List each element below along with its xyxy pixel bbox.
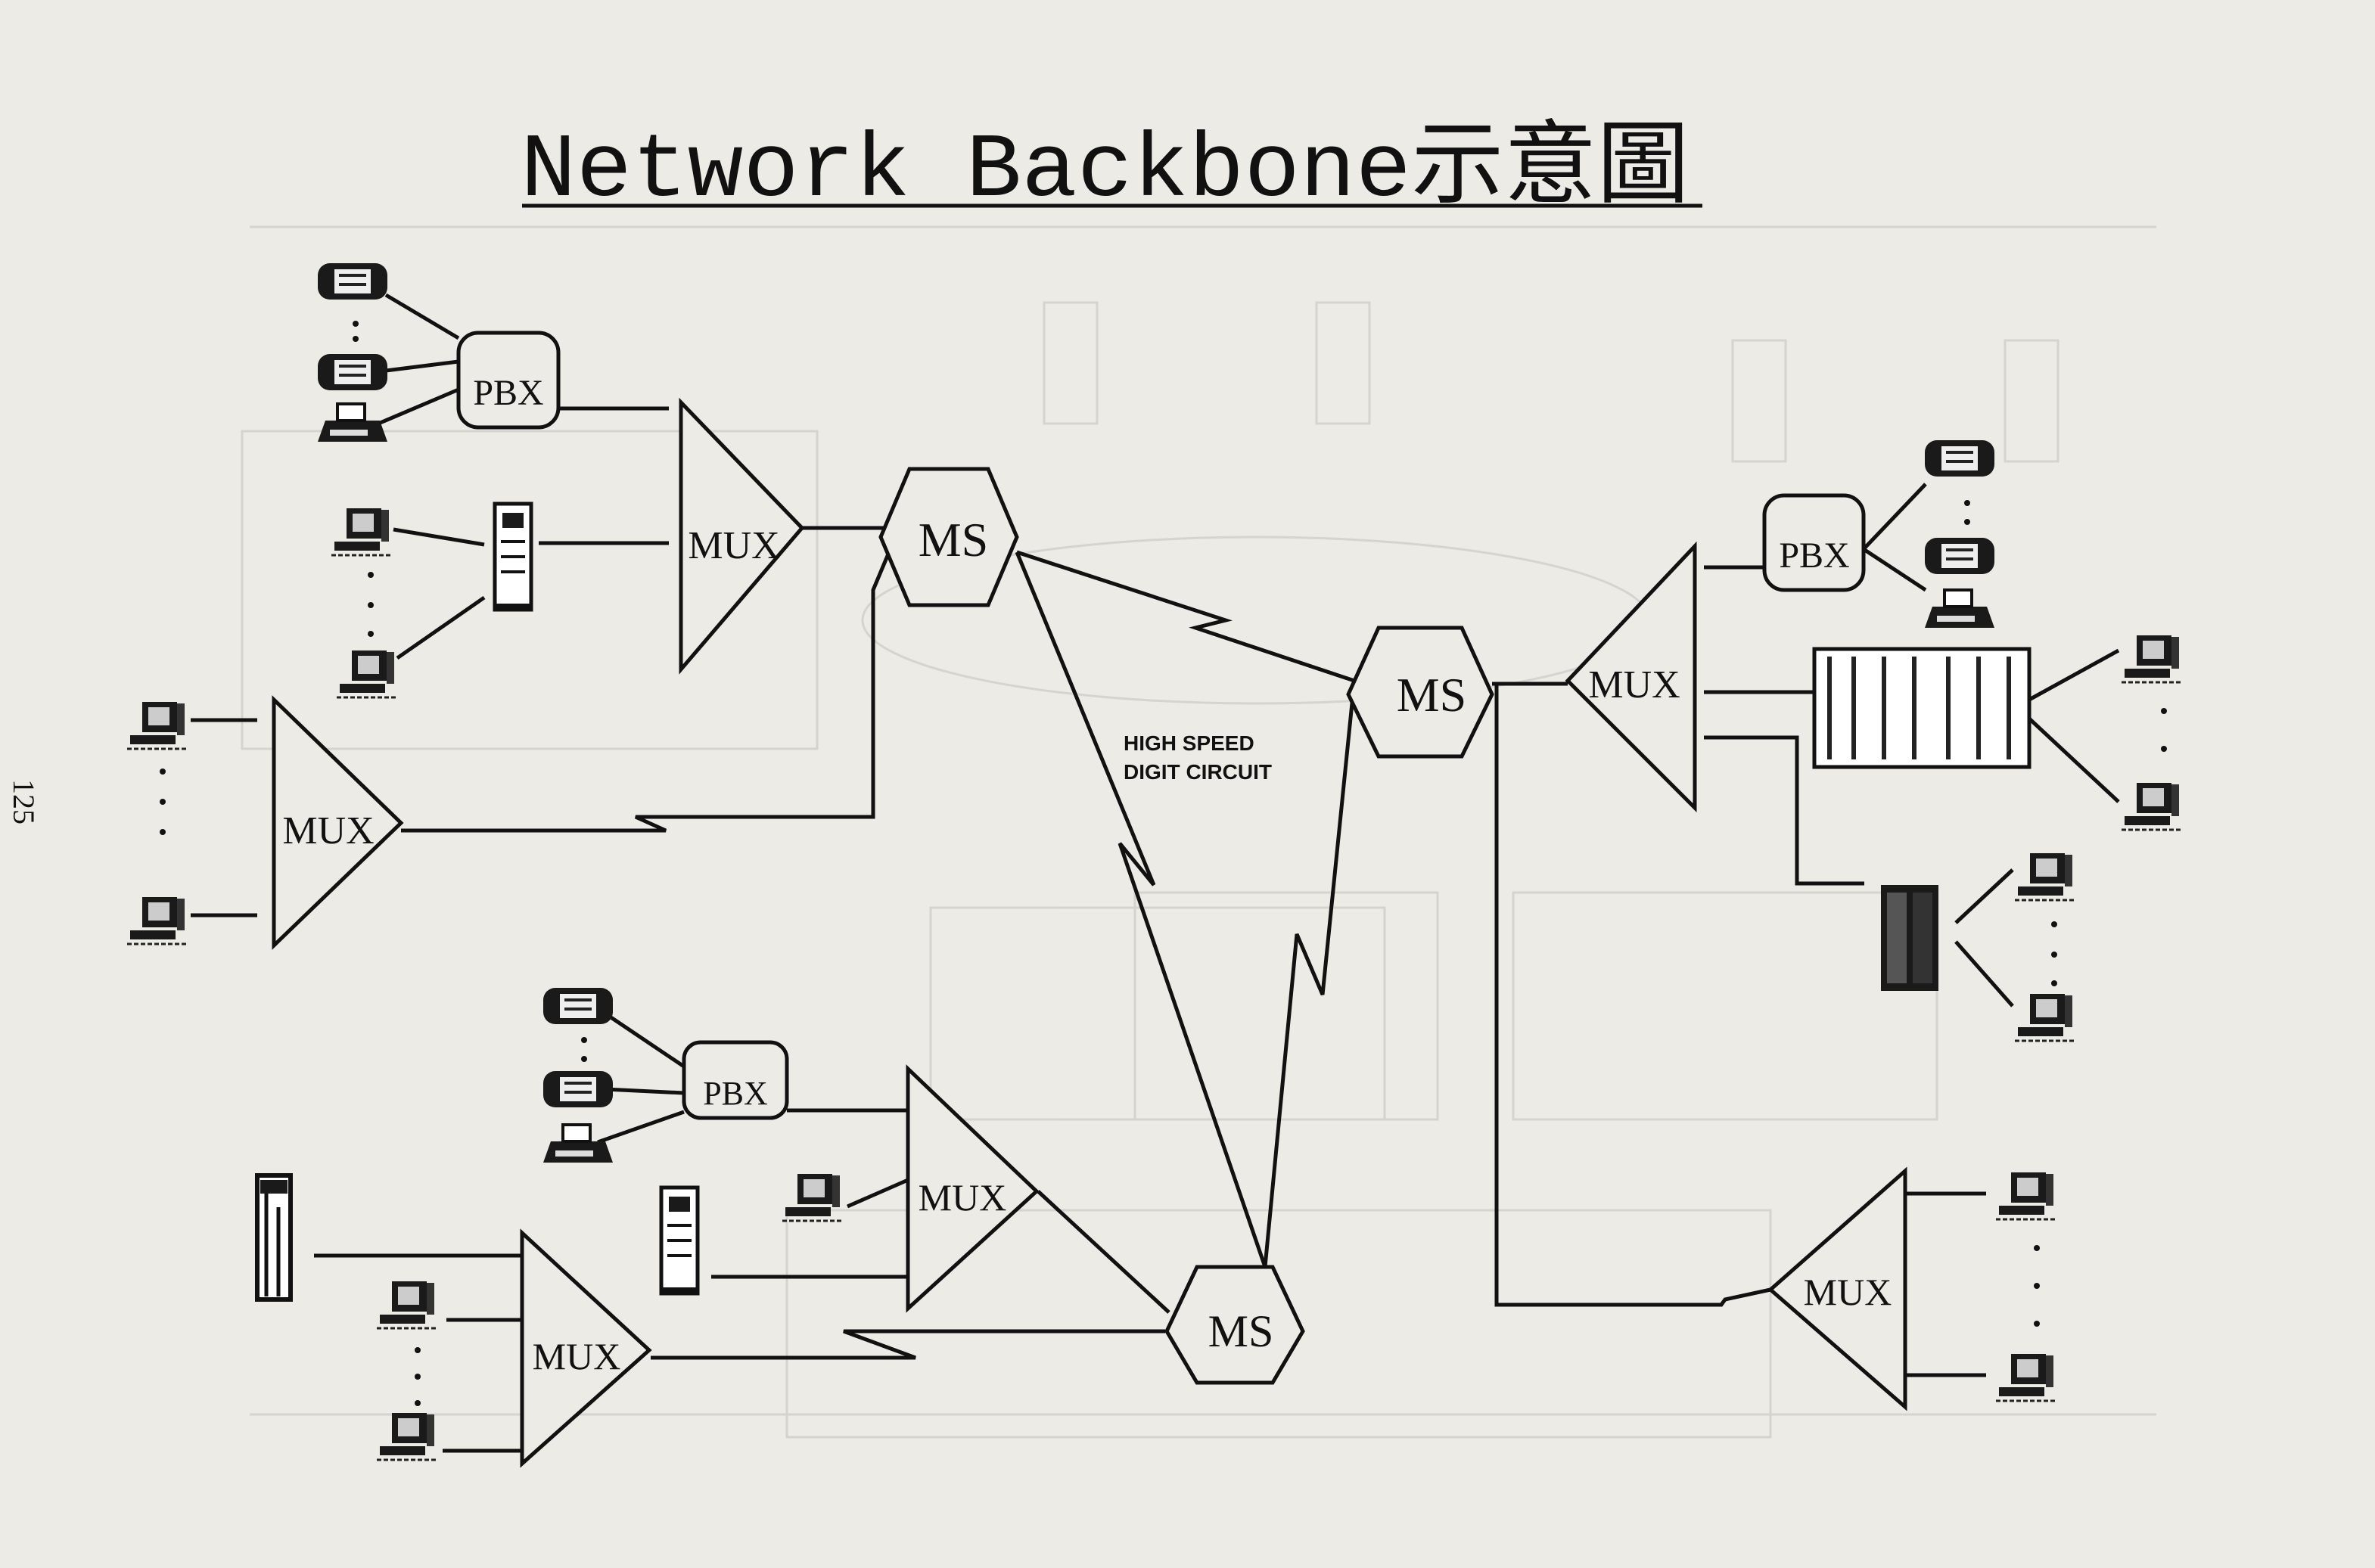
pbx-right: [1762, 493, 1866, 592]
bleed-through-background: [241, 225, 2156, 1439]
ms-top: [878, 467, 1019, 607]
terminal-icon: [126, 700, 188, 750]
ms-label: MS: [1397, 668, 1467, 722]
host-computer-icon: [257, 1175, 291, 1299]
terminal-icon: [126, 896, 188, 945]
terminal-icon: [375, 1280, 437, 1330]
terminal-icon: [375, 1411, 437, 1461]
ms-right: [1346, 626, 1494, 759]
mux-left: [272, 695, 404, 950]
node-labels: PBX PBX PBX MUX MUX MUX MUX MUX MUX MS M…: [282, 373, 1892, 1377]
fax-icon: [542, 1123, 614, 1164]
terminal-icon: [781, 1172, 843, 1222]
page-number: 125: [7, 779, 41, 824]
telephone-icon: [1923, 536, 1996, 576]
mux-top: [679, 397, 805, 675]
pbx-label: PBX: [1779, 536, 1849, 576]
mux-label: MUX: [919, 1176, 1007, 1219]
ms-label: MS: [1208, 1306, 1274, 1356]
mainframe-icon: [1881, 885, 1938, 991]
mux-bottom-left: [520, 1228, 652, 1468]
mux-label: MUX: [1804, 1271, 1892, 1313]
circuit-label-line1: HIGH SPEED: [1124, 731, 1254, 755]
fax-icon: [316, 402, 389, 443]
telephone-icon: [542, 1070, 614, 1109]
ms-bottom: [1164, 1265, 1305, 1385]
pbx-label: PBX: [703, 1075, 768, 1112]
terminal-icon: [1994, 1352, 2056, 1402]
pbx-bottom: [682, 1040, 789, 1120]
ms-label: MS: [919, 513, 989, 567]
terminal-icon: [2013, 992, 2075, 1042]
telephone-icon: [542, 986, 614, 1026]
terminal-icon: [2013, 852, 2075, 902]
circuit-label-line2: DIGIT CIRCUIT: [1124, 760, 1272, 784]
terminal-icon: [1994, 1171, 2056, 1221]
mux-right: [1565, 541, 1697, 813]
host-computer-icon: [661, 1188, 698, 1293]
mux-bottom-center: [906, 1064, 1040, 1313]
devices: [126, 262, 2182, 1461]
telephone-icon: [316, 262, 389, 301]
mux-bottom-right: [1767, 1166, 1907, 1411]
terminal-icon: [335, 649, 397, 699]
mux-label: MUX: [282, 809, 374, 852]
terminal-icon: [330, 507, 392, 557]
pbx-top-left: [456, 331, 561, 430]
mux-label: MUX: [688, 524, 779, 567]
mux-label: MUX: [1588, 663, 1680, 706]
terminal-icon: [2120, 634, 2182, 684]
mainframe-icon: [1812, 647, 2031, 769]
mux-label: MUX: [533, 1335, 621, 1377]
terminal-icon: [2120, 781, 2182, 831]
telephone-icon: [316, 352, 389, 392]
pbx-label: PBX: [473, 373, 543, 413]
host-computer-icon: [495, 504, 531, 610]
fax-icon: [1923, 588, 1996, 629]
connection-lines: [191, 293, 2120, 1453]
telephone-icon: [1923, 439, 1996, 478]
